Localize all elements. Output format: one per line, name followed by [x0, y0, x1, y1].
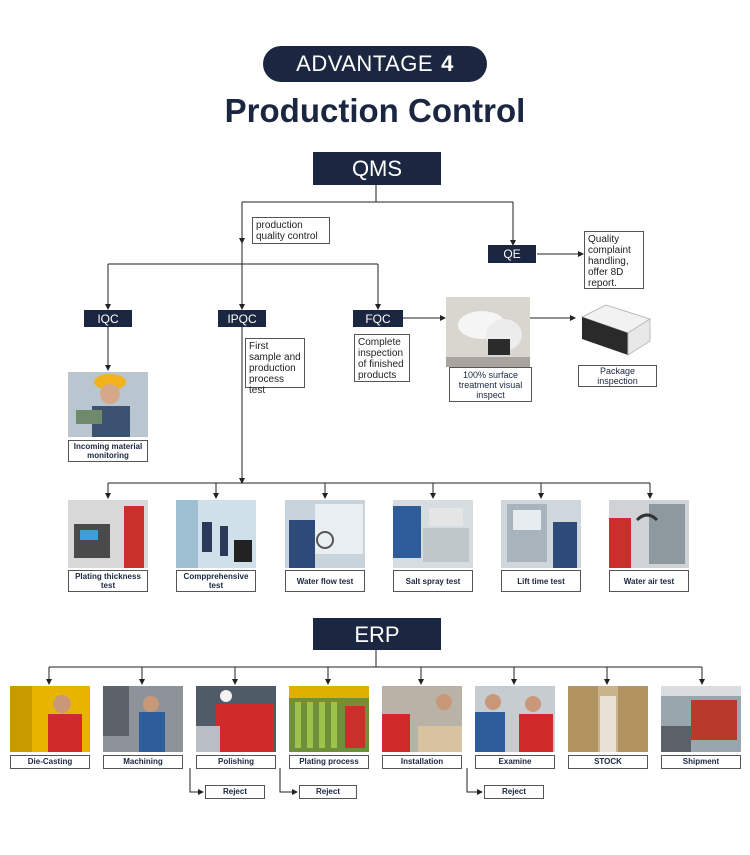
erp-photo-4: [289, 686, 369, 752]
machining-image: [103, 686, 183, 752]
test-photo-6: [609, 500, 689, 568]
erp-photo-3: [196, 686, 276, 752]
package-photo: [576, 297, 656, 362]
package-box-image: [576, 297, 656, 362]
reject-label-polishing: Reject: [205, 785, 265, 799]
installation-image: [382, 686, 462, 752]
examine-image: [475, 686, 555, 752]
erp-label-1: Die-Casting: [10, 755, 90, 769]
erp-box: ERP: [313, 618, 441, 650]
incoming-material-photo: [68, 372, 148, 437]
fqc-box: FQC: [353, 310, 403, 327]
stock-warehouse-image: [568, 686, 648, 752]
test-photo-3: [285, 500, 365, 568]
water-flow-image: [285, 500, 365, 568]
erp-label-3: Polishing: [196, 755, 276, 769]
surface-inspection-label: 100% surface treatment visual inspect: [449, 367, 532, 402]
plating-thickness-image: [68, 500, 148, 568]
test-label-1: Plating thickness test: [68, 570, 148, 592]
water-air-image: [609, 500, 689, 568]
test-photo-1: [68, 500, 148, 568]
erp-photo-5: [382, 686, 462, 752]
die-casting-image: [10, 686, 90, 752]
advantage-pill: ADVANTAGE 4: [263, 46, 487, 82]
erp-label-4: Plating process: [289, 755, 369, 769]
erp-photo-6: [475, 686, 555, 752]
ipqc-box: IPQC: [218, 310, 266, 327]
salt-spray-image: [393, 500, 473, 568]
lift-time-image: [501, 500, 581, 568]
qe-box: QE: [488, 245, 536, 263]
fqc-note: Complete inspection of finished products: [354, 334, 410, 382]
production-quality-note: production quality control: [252, 217, 330, 244]
test-photo-2: [176, 500, 256, 568]
incoming-material-label: Incoming material monitoring: [68, 440, 148, 462]
advantage-number: 4: [441, 51, 454, 76]
erp-label-8: Shipment: [661, 755, 741, 769]
page-title: Production Control: [224, 92, 526, 129]
reject-label-examine: Reject: [484, 785, 544, 799]
reject-label-plating: Reject: [299, 785, 357, 799]
erp-photo-1: [10, 686, 90, 752]
erp-label-5: Installation: [382, 755, 462, 769]
qms-box: QMS: [313, 152, 441, 185]
test-label-5: Lift time test: [501, 570, 581, 592]
comprehensive-test-image: [176, 500, 256, 568]
erp-photo-7: [568, 686, 648, 752]
test-label-4: Salt spray test: [393, 570, 473, 592]
surface-inspection-photo: [446, 297, 530, 367]
erp-photo-2: [103, 686, 183, 752]
ipqc-note: First sample and production process test: [245, 338, 305, 396]
test-label-3: Water flow test: [285, 570, 365, 592]
package-inspection-label: Package inspection: [578, 365, 657, 387]
test-photo-5: [501, 500, 581, 568]
erp-label-6: Examine: [475, 755, 555, 769]
test-label-6: Water air test: [609, 570, 689, 592]
worker-inspecting-image: [68, 372, 148, 437]
shipment-container-image: [661, 686, 741, 752]
qe-note: Quality complaint handling, offer 8D rep…: [584, 231, 644, 289]
erp-label-2: Machining: [103, 755, 183, 769]
test-photo-4: [393, 500, 473, 568]
iqc-box: IQC: [84, 310, 132, 327]
advantage-label: ADVANTAGE: [296, 51, 434, 76]
erp-photo-8: [661, 686, 741, 752]
polishing-image: [196, 686, 276, 752]
test-label-2: Compprehensive test: [176, 570, 256, 592]
erp-label-7: STOCK: [568, 755, 648, 769]
surface-inspection-image: [446, 297, 530, 367]
plating-process-image: [289, 686, 369, 752]
